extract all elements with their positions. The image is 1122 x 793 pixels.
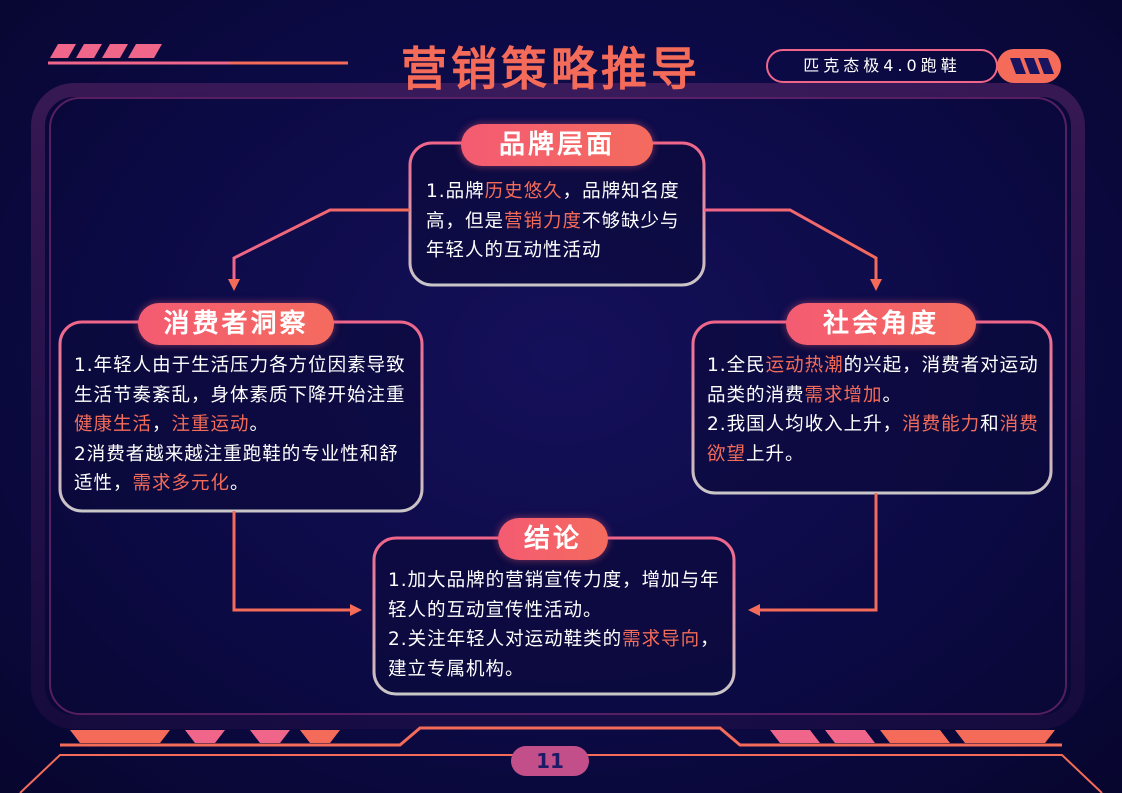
highlight-text: 注重运动 bbox=[171, 414, 250, 435]
body-text: ，建立专属机构。 bbox=[388, 629, 720, 680]
body-text: 。 bbox=[230, 473, 250, 494]
highlight-text: 需求多元化 bbox=[132, 473, 231, 494]
top-right-deco bbox=[997, 49, 1061, 83]
body-text: 的兴起，消费者对运动品类的消费 bbox=[707, 355, 1039, 406]
body-text: 上升。 bbox=[746, 443, 805, 465]
conclusion-card-text: 1.加大品牌的营销宣传力度，增加与年轻人的互动宣传性活动。 2.关注年轻人对运动鞋… bbox=[388, 566, 728, 684]
body-text: 2消费者越来越注重跑鞋的专业性和舒适性， bbox=[74, 443, 399, 495]
highlight-text: 营销力度 bbox=[504, 210, 583, 232]
highlight-text: 运动热潮 bbox=[765, 355, 844, 376]
highlight-text: 消费欲望 bbox=[707, 414, 1039, 465]
arrow-brand-to-society bbox=[704, 208, 882, 291]
bottom-deco bbox=[19, 726, 1103, 793]
highlight-text: 需求增加 bbox=[804, 384, 883, 406]
page-number: 11 bbox=[511, 746, 589, 776]
top-left-stripes bbox=[50, 44, 162, 58]
main-panel bbox=[31, 83, 1085, 729]
consumer-card-title: 消费者洞察 bbox=[138, 303, 334, 345]
body-text: ，品牌知名度高，但是 bbox=[426, 181, 680, 232]
body-text: 不够缺少与年轻人的互动性活动 bbox=[426, 210, 680, 262]
brand-card-text: 1.品牌历史悠久，品牌知名度高，但是营销力度不够缺少与年轻人的互动性活动 bbox=[426, 177, 692, 266]
body-text: ， bbox=[152, 414, 172, 435]
body-text: 2.我国人均收入上升， bbox=[707, 414, 903, 435]
highlight-text: 消费能力 bbox=[902, 414, 981, 435]
body-text: 1.加大品牌的营销宣传力度，增加与年轻人的互动宣传性活动。 bbox=[388, 570, 720, 621]
body-text: 。 bbox=[249, 414, 270, 435]
arrow-consumer-to-conclusion bbox=[232, 511, 362, 616]
body-text: 2.关注年轻人对运动鞋类的 bbox=[388, 629, 623, 650]
body-text: 1.全民 bbox=[707, 355, 766, 376]
consumer-card-text: 1.年轻人由于生活压力各方位因素导致生活节奏紊乱，身体素质下降开始注重健康生活，… bbox=[74, 351, 414, 499]
page-title: 营销策略推导 bbox=[401, 42, 701, 96]
highlight-text: 需求导向 bbox=[622, 629, 701, 650]
society-card-title: 社会角度 bbox=[786, 303, 976, 345]
product-badge: 匹克态极4.0跑鞋 bbox=[766, 49, 998, 83]
brand-card-title: 品牌层面 bbox=[461, 124, 653, 166]
arrow-society-to-conclusion bbox=[748, 493, 878, 616]
arrow-brand-to-consumer bbox=[228, 208, 410, 291]
highlight-text: 健康生活 bbox=[74, 414, 153, 435]
body-text: 1.品牌 bbox=[426, 181, 485, 202]
body-text: 。 bbox=[882, 384, 903, 406]
society-card-text: 1.全民运动热潮的兴起，消费者对运动品类的消费需求增加。 2.我国人均收入上升，消… bbox=[707, 351, 1043, 469]
body-text: 和 bbox=[980, 414, 1000, 435]
highlight-text: 历史悠久 bbox=[484, 181, 563, 202]
conclusion-card-title: 结论 bbox=[498, 518, 608, 560]
body-text: 1.年轻人由于生活压力各方位因素导致生活节奏紊乱，身体素质下降开始注重 bbox=[74, 355, 406, 406]
